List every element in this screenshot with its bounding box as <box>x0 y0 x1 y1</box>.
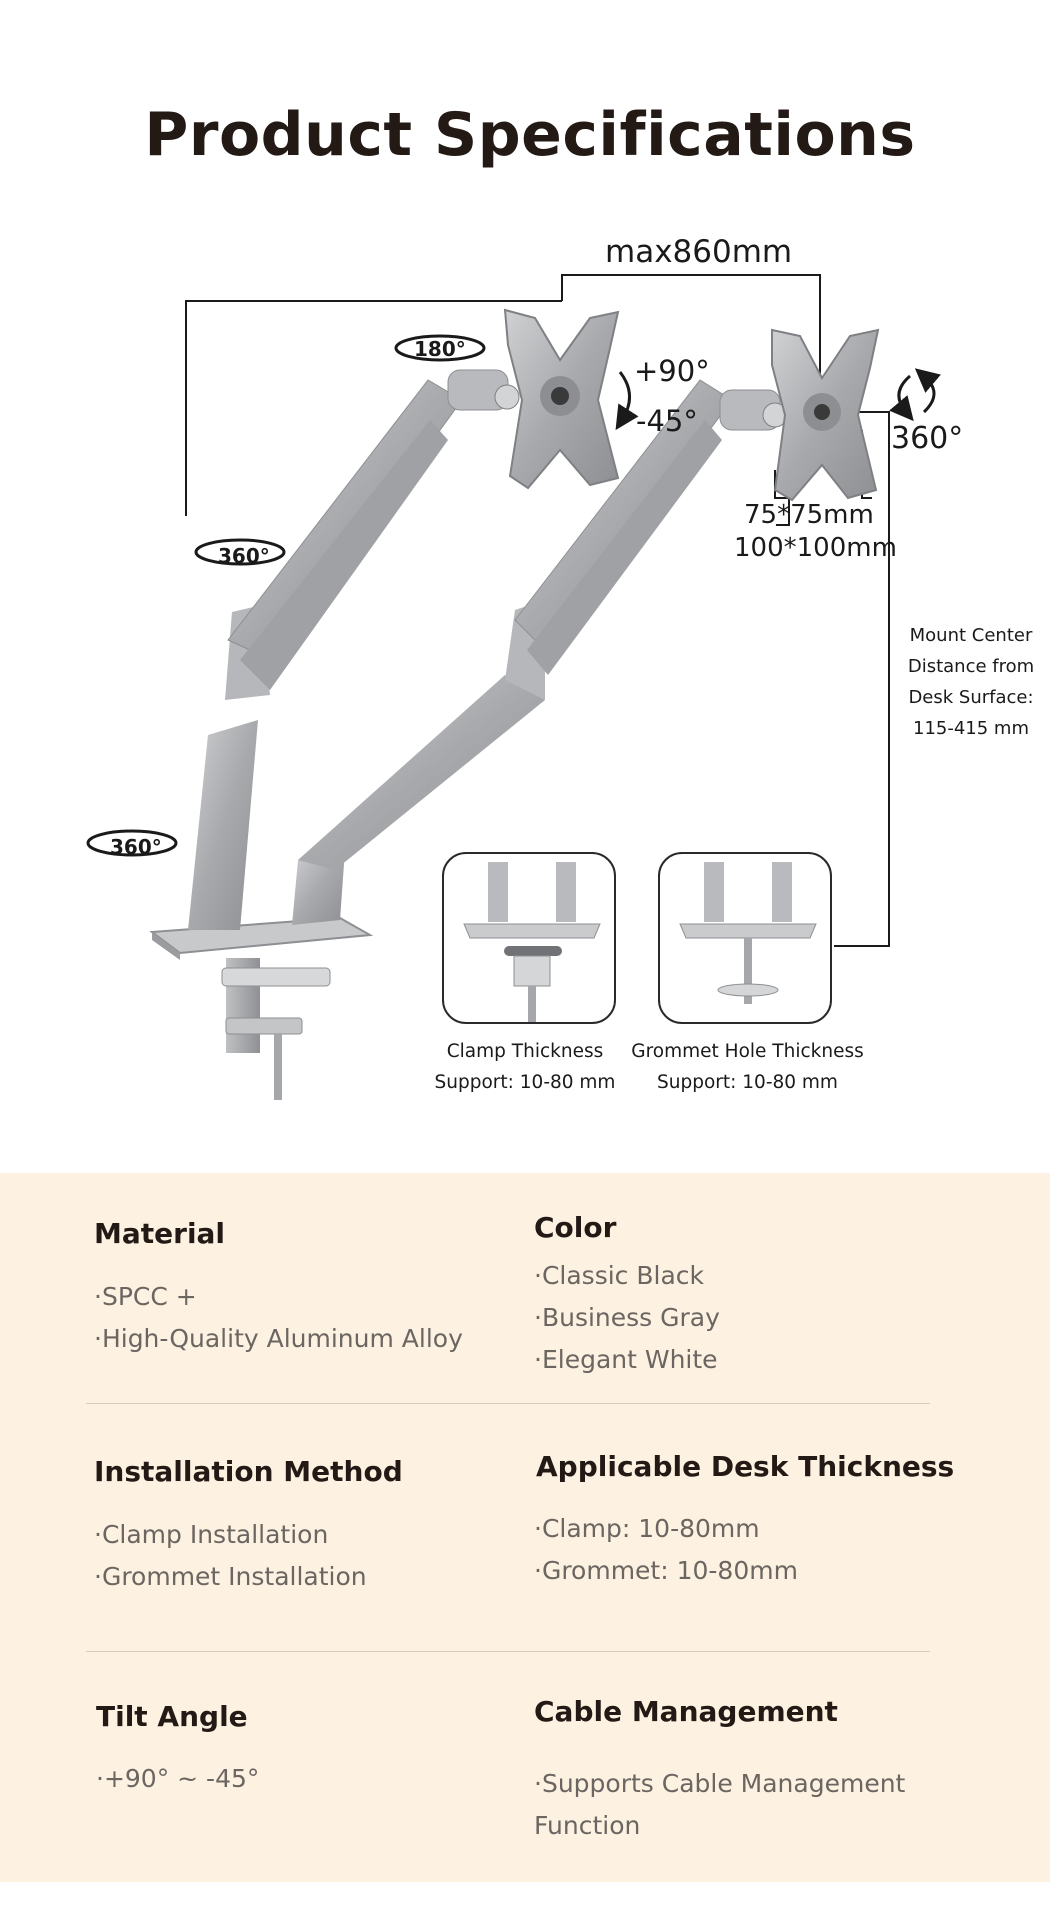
desk-clamp <box>149 916 374 1100</box>
monitor-arm-illustration <box>86 274 941 1100</box>
rotation-label: 360° <box>891 421 964 456</box>
list-item: ·Supports Cable Management Function <box>534 1769 906 1840</box>
tilt-up-label: +90° <box>634 354 710 388</box>
list-item: ·+90° ~ -45° <box>96 1764 260 1793</box>
tilt-list: ·+90° ~ -45° <box>96 1758 259 1800</box>
material-list: ·SPCC + ·High-Quality Aluminum Alloy <box>94 1276 463 1360</box>
tilt-title: Tilt Angle <box>96 1700 248 1733</box>
desk-thickness-title: Applicable Desk Thickness <box>536 1450 955 1483</box>
mount-center-line: Desk Surface: <box>908 687 1034 708</box>
color-title: Color <box>534 1211 617 1244</box>
swivel-180-label: 180° <box>414 337 466 361</box>
right-arm <box>292 379 788 925</box>
color-list: ·Classic Black ·Business Gray ·Elegant W… <box>534 1255 720 1381</box>
tilt-down-label: -45° <box>636 404 698 438</box>
divider <box>86 1651 930 1652</box>
list-item: ·SPCC + <box>94 1282 197 1311</box>
desk-thickness-list: ·Clamp: 10-80mm ·Grommet: 10-80mm <box>534 1508 798 1592</box>
list-item: ·Elegant White <box>534 1345 718 1374</box>
mount-center-line: 115-415 mm <box>913 718 1029 739</box>
clamp-inset-image <box>442 852 616 1024</box>
page-title: Product Specifications <box>144 100 916 170</box>
clamp-caption-line: Clamp Thickness <box>446 1041 604 1062</box>
mount-center-line: Distance from <box>907 656 1035 677</box>
left-vesa-plate <box>503 308 620 490</box>
grommet-caption: Grommet Hole Thickness Support: 10-80 mm <box>625 1036 870 1098</box>
list-item: ·Grommet Installation <box>94 1562 367 1591</box>
cable-list: ·Supports Cable Management Function <box>534 1763 954 1847</box>
installation-title: Installation Method <box>94 1455 403 1488</box>
installation-list: ·Clamp Installation ·Grommet Installatio… <box>94 1514 367 1598</box>
right-vesa-plate <box>771 328 880 502</box>
material-title: Material <box>94 1217 226 1250</box>
monitor-arm-diagram: max860mm +90° -45° 360° 75*75mm 100*100m… <box>86 234 1046 1100</box>
clamp-caption: Clamp Thickness Support: 10-80 mm <box>425 1036 625 1098</box>
left-arm <box>188 369 520 930</box>
max-reach-label: max860mm <box>605 234 793 270</box>
clamp-caption-line: Support: 10-80 mm <box>434 1072 616 1093</box>
cable-title: Cable Management <box>534 1695 838 1728</box>
divider <box>86 1403 930 1404</box>
list-item: ·High-Quality Aluminum Alloy <box>94 1324 463 1353</box>
grommet-inset-image <box>658 852 832 1024</box>
vesa-small-label: 75*75mm <box>744 500 874 530</box>
rotation-arrows <box>86 334 941 857</box>
list-item: ·Classic Black <box>534 1261 704 1290</box>
mount-center-note: Mount Center Distance from Desk Surface:… <box>896 620 1046 744</box>
list-item: ·Grommet: 10-80mm <box>534 1556 798 1585</box>
grommet-illustration <box>679 862 817 1004</box>
list-item: ·Clamp: 10-80mm <box>534 1514 760 1543</box>
specifications-panel: Material ·SPCC + ·High-Quality Aluminum … <box>0 1173 1050 1882</box>
list-item: ·Business Gray <box>534 1303 720 1332</box>
mount-center-line: Mount Center <box>909 625 1033 646</box>
grommet-caption-line: Support: 10-80 mm <box>657 1072 838 1093</box>
swivel-360-base-label: 360° <box>110 835 162 859</box>
clamp-illustration <box>463 862 601 1022</box>
grommet-caption-line: Grommet Hole Thickness <box>631 1041 864 1062</box>
list-item: ·Clamp Installation <box>94 1520 329 1549</box>
vesa-large-label: 100*100mm <box>734 533 897 563</box>
swivel-360-mid-label: 360° <box>218 544 270 568</box>
